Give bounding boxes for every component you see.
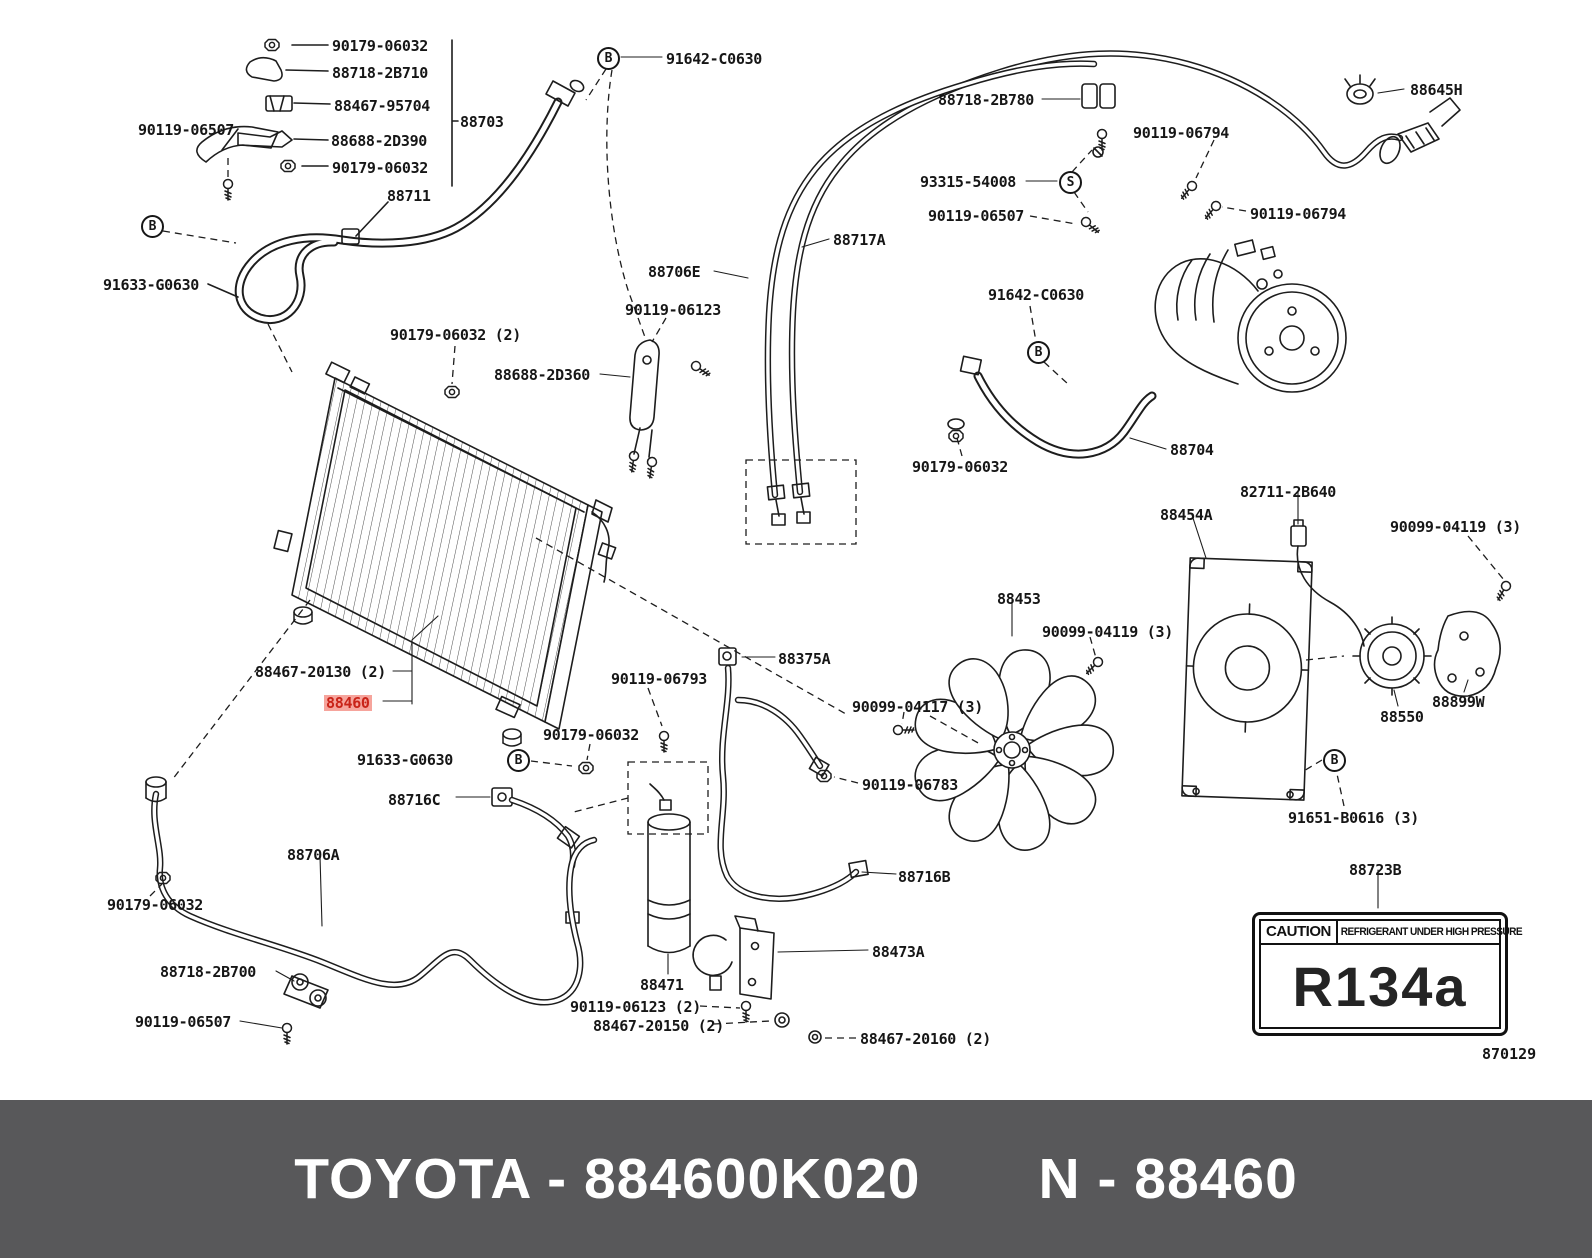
caution-text: CAUTION [1261, 921, 1338, 943]
part-label: 88711 [387, 187, 431, 205]
refrigerant-caution-plate: CAUTION REFRIGERANT UNDER HIGH PRESSURE … [1252, 912, 1523, 1036]
fastener-stack-drawing [196, 38, 459, 237]
discharge-hose-88704-drawing [947, 355, 1157, 459]
part-label: 90119-06783 [862, 776, 959, 794]
part-label: 88706E [648, 263, 701, 281]
pipes-88717A-88706E-drawing [764, 50, 1461, 526]
part-label: 88467-20150 (2) [593, 1017, 724, 1035]
part-label: 90179-06032 [107, 896, 204, 914]
part-label: 88467-20130 (2) [255, 663, 386, 681]
part-label: 91633-G0630 [357, 751, 454, 769]
part-label: 90119-06507 [135, 1013, 232, 1031]
part-label: 88467-95704 [334, 97, 431, 115]
connector-marker-b: B [1027, 341, 1050, 364]
refrigerant-code-text: R134a [1292, 954, 1468, 1018]
compressor-drawing [1154, 239, 1347, 393]
connector-marker-b: B [507, 749, 530, 772]
part-label: 90099-04117 (3) [852, 698, 983, 716]
part-label: 88467-20160 (2) [860, 1030, 991, 1048]
part-label: 88471 [640, 976, 684, 994]
part-label: 90119-06123 (2) [570, 998, 701, 1016]
part-label: 90179-06032 (2) [390, 326, 521, 344]
receiver-drier-88471-drawing [647, 783, 691, 954]
motor-bracket-88899W-drawing [1433, 579, 1513, 697]
connector-marker-b: B [1323, 749, 1346, 772]
part-label: 90099-04119 (3) [1042, 623, 1173, 641]
footer-part-number: TOYOTA - 884600K020 [294, 1147, 921, 1211]
part-label: 82711-2B640 [1240, 483, 1337, 501]
drier-bracket-88473A-drawing [692, 915, 822, 1044]
suction-hose-88711-drawing [207, 79, 585, 324]
part-label: 88716C [388, 791, 441, 809]
pipe-clamp-88688-2D360-drawing [626, 339, 713, 480]
part-label: 90179-06032 [332, 37, 429, 55]
part-label: 88473A [872, 943, 925, 961]
part-label: 88718-2B710 [332, 64, 429, 82]
part-label: 88454A [1160, 506, 1213, 524]
part-label: 88718-2B700 [160, 963, 257, 981]
part-label: 93315-54008 [920, 173, 1017, 191]
part-label: 91633-G0630 [103, 276, 200, 294]
caution-header-text: REFRIGERANT UNDER HIGH PRESSURE [1340, 926, 1523, 938]
footer-banner: TOYOTA - 884600K020 N - 88460 [0, 1100, 1592, 1258]
part-label: 90119-06794 [1250, 205, 1347, 223]
connector-marker-b: B [597, 47, 620, 70]
part-label: 88704 [1170, 441, 1214, 459]
part-label: 91651-B0616 (3) [1288, 809, 1419, 827]
leader-lines-dashed [149, 68, 1505, 1039]
part-label: 90119-06123 [625, 301, 722, 319]
part-label: 88375A [778, 650, 831, 668]
part-label: 90119-06793 [611, 670, 708, 688]
part-label: 90119-06794 [1133, 124, 1230, 142]
diagram-line-art [145, 38, 1513, 1045]
liquid-pipe-88716C-drawing [491, 787, 581, 924]
part-label: 88706A [287, 846, 340, 864]
fan-shroud-88454A-drawing [1181, 557, 1313, 801]
part-label-highlighted: 88460 [324, 694, 372, 712]
fan-88453-drawing [892, 648, 1118, 858]
part-label: 88723B [1349, 861, 1402, 879]
part-label: 88688-2D390 [331, 132, 428, 150]
part-label: 90119-06507 [138, 121, 235, 139]
part-label: 90179-06032 [543, 726, 640, 744]
part-label: 90099-04119 (3) [1390, 518, 1521, 536]
part-label: 90179-06032 [912, 458, 1009, 476]
diagram-sheet-number: 870129 [1482, 1045, 1537, 1063]
part-label: 91642-C0630 [988, 286, 1085, 304]
caution-plate-header: CAUTION REFRIGERANT UNDER HIGH PRESSURE [1261, 921, 1523, 945]
part-label: 88645H [1410, 81, 1463, 99]
connector-marker-b: B [141, 215, 164, 238]
part-label: 88550 [1380, 708, 1424, 726]
fan-motor-88550-drawing [1352, 616, 1432, 696]
liquid-tube-88706A-drawing [145, 776, 598, 1045]
leader-lines-solid [239, 56, 1469, 1029]
part-label: 88688-2D360 [494, 366, 591, 384]
part-label: 88716B [898, 868, 951, 886]
part-label: 91642-C0630 [666, 50, 763, 68]
footer-part-code: N - 88460 [1038, 1147, 1298, 1211]
part-label: 88453 [997, 590, 1041, 608]
connector-marker-s: S [1059, 171, 1082, 194]
part-label: 90119-06507 [928, 207, 1025, 225]
pipe-88716B-drawing [578, 647, 869, 902]
refrigerant-caution-plate-inner: CAUTION REFRIGERANT UNDER HIGH PRESSURE … [1259, 919, 1523, 1029]
condenser-88460-drawing [273, 361, 617, 747]
part-label: 88899W [1432, 693, 1485, 711]
part-label: 88703 [460, 113, 504, 131]
connector-82711-2B640-drawing [1290, 519, 1365, 647]
part-label: 88718-2B780 [938, 91, 1035, 109]
part-label: 90179-06032 [332, 159, 429, 177]
part-label: 88717A [833, 231, 886, 249]
